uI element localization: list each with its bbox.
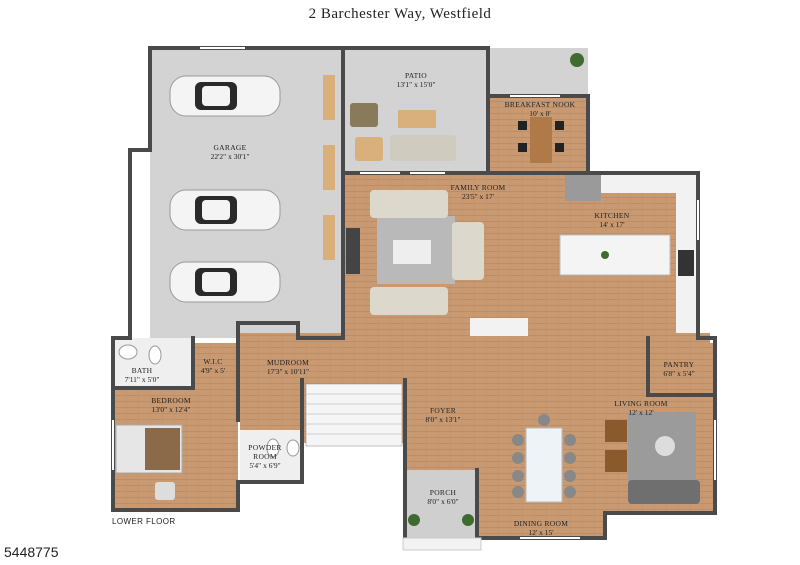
page-title: 2 Barchester Way, Westfield bbox=[308, 6, 492, 22]
chair-icon bbox=[564, 470, 576, 482]
toilet-icon bbox=[148, 345, 162, 365]
family-fixtures bbox=[346, 190, 528, 336]
room-name-line: ROOM bbox=[253, 452, 277, 461]
chair-icon bbox=[564, 434, 576, 446]
chair-icon bbox=[355, 137, 383, 161]
counter bbox=[600, 175, 696, 193]
steps bbox=[402, 537, 482, 551]
chair-icon bbox=[538, 414, 550, 426]
sofa-icon bbox=[370, 287, 448, 315]
chair-icon bbox=[155, 482, 175, 500]
pantry-floor bbox=[648, 343, 713, 395]
range-icon bbox=[678, 250, 694, 276]
windows bbox=[112, 47, 716, 539]
wic-floor bbox=[193, 343, 238, 388]
listing-id: 5448775 bbox=[4, 544, 59, 560]
chair-icon bbox=[518, 121, 527, 130]
sofa-icon bbox=[390, 135, 456, 161]
chair-icon bbox=[350, 103, 378, 127]
breakfast-fixtures bbox=[518, 117, 564, 163]
plant-icon bbox=[408, 514, 420, 526]
shelf bbox=[323, 145, 335, 190]
car-icon bbox=[169, 75, 281, 117]
chair-icon bbox=[512, 486, 524, 498]
chair-icon bbox=[555, 121, 564, 130]
garage-fixtures bbox=[169, 75, 335, 303]
sofa-icon bbox=[628, 480, 700, 504]
chair-icon bbox=[512, 452, 524, 464]
porch-floor bbox=[405, 470, 477, 538]
shelf bbox=[323, 75, 335, 120]
fireplace-icon bbox=[346, 228, 360, 274]
car-icon bbox=[169, 189, 281, 231]
stair-fixtures bbox=[305, 383, 403, 447]
shelf bbox=[323, 215, 335, 260]
living-fixtures bbox=[605, 420, 700, 504]
chair-icon bbox=[564, 452, 576, 464]
stair-landing bbox=[470, 318, 528, 336]
sofa-icon bbox=[370, 190, 448, 218]
island bbox=[559, 234, 671, 276]
table-icon bbox=[398, 110, 436, 128]
bath-fixtures bbox=[118, 344, 300, 458]
chair-icon bbox=[605, 420, 627, 442]
chair-icon bbox=[512, 470, 524, 482]
sofa-icon bbox=[452, 222, 484, 280]
table-icon bbox=[525, 427, 563, 503]
patio-fixtures bbox=[350, 53, 584, 161]
table-icon bbox=[393, 240, 431, 264]
blanket-icon bbox=[145, 428, 180, 470]
stairs bbox=[305, 383, 403, 447]
plant-icon bbox=[601, 251, 609, 259]
toilet-icon bbox=[266, 438, 280, 458]
chair-icon bbox=[555, 143, 564, 152]
porch-fixtures bbox=[402, 514, 482, 551]
plant-icon bbox=[462, 514, 474, 526]
sink-icon bbox=[286, 439, 300, 457]
bedroom-fixtures bbox=[115, 424, 183, 500]
floor-label: LOWER FLOOR bbox=[112, 517, 176, 526]
hood-icon bbox=[565, 175, 601, 201]
chair-icon bbox=[564, 486, 576, 498]
sink-icon bbox=[118, 344, 138, 360]
car-icon bbox=[169, 261, 281, 303]
kitchen-fixtures bbox=[559, 175, 696, 333]
dining-fixtures bbox=[512, 414, 576, 503]
table-icon bbox=[530, 117, 552, 163]
chair-icon bbox=[518, 143, 527, 152]
chair-icon bbox=[512, 434, 524, 446]
chair-icon bbox=[605, 450, 627, 472]
plant-icon bbox=[570, 53, 584, 67]
table-icon bbox=[655, 436, 675, 456]
